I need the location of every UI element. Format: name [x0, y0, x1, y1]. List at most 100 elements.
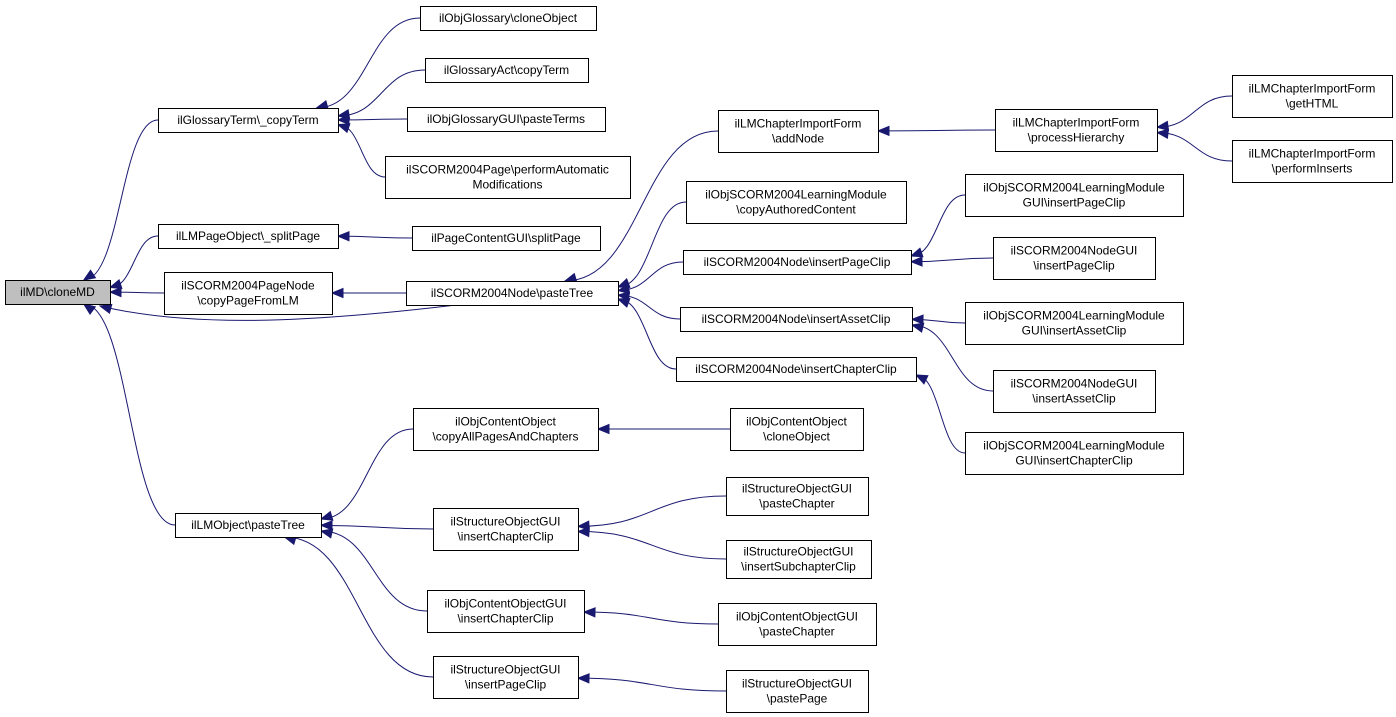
arrow-n23-n0	[82, 303, 97, 316]
node-n7[interactable]: ilPageContentGUI\splitPage	[412, 226, 601, 251]
node-box	[965, 174, 1184, 217]
node-n3[interactable]: ilGlossaryAct\copyTerm	[425, 58, 589, 83]
node-n19[interactable]: ilObjSCORM2004LearningModuleGUI\insertAs…	[965, 302, 1184, 345]
node-label: ilSCORM2004PageNode	[181, 279, 315, 293]
node-n20[interactable]: ilSCORM2004NodeGUI\insertAssetClip	[993, 370, 1156, 413]
edge-n9-n0	[99, 304, 457, 321]
node-n24[interactable]: ilObjContentObject\copyAllPagesAndChapte…	[413, 408, 599, 451]
edge-n24-n23	[320, 428, 414, 520]
node-label: ilStructureObjectGUI	[742, 677, 852, 691]
node-n5[interactable]: ilSCORM2004Page\performAutomaticModifica…	[385, 156, 631, 199]
node-n6[interactable]: ilLMPageObject\_splitPage	[158, 224, 339, 249]
arrow-n26-n23	[319, 520, 333, 531]
node-label: ilObjSCORM2004LearningModule	[983, 309, 1165, 323]
edge-n11-n10	[877, 129, 996, 132]
node-n16[interactable]: ilObjSCORM2004LearningModuleGUI\insertPa…	[965, 174, 1184, 217]
node-label: \copyAuthoredContent	[736, 203, 856, 217]
edge-n13-n11	[1156, 131, 1233, 162]
node-label: GUI\insertAssetClip	[1022, 324, 1127, 338]
node-box	[175, 513, 322, 538]
arrow-n1-n0	[82, 269, 97, 281]
edge-n27-n26	[577, 495, 727, 527]
node-n4[interactable]: ilObjGlossaryGUI\pasteTerms	[407, 107, 606, 132]
edge-n32-n31	[577, 677, 727, 692]
node-n23[interactable]: ilLMObject\pasteTree	[175, 513, 322, 538]
edge-n23-n0	[83, 303, 176, 526]
node-label: ilStructureObjectGUI	[743, 545, 853, 559]
node-box	[1232, 75, 1393, 118]
node-box	[433, 656, 579, 699]
node-n21[interactable]: ilSCORM2004Node\insertChapterClip	[676, 357, 917, 382]
node-label: ilLMObject\pasteTree	[191, 518, 305, 532]
edge-n10-n9	[564, 130, 719, 282]
node-n10[interactable]: ilLMChapterImportForm\addNode	[718, 110, 879, 153]
arrow-n6-n0	[108, 279, 123, 289]
node-n17[interactable]: ilSCORM2004NodeGUI\insertPageClip	[993, 237, 1156, 280]
node-n18[interactable]: ilSCORM2004Node\insertAssetClip	[680, 307, 913, 332]
edge-n20-n18	[911, 324, 994, 392]
node-n2[interactable]: ilObjGlossary\cloneObject	[420, 6, 597, 31]
node-box	[158, 224, 339, 249]
node-label: ilStructureObjectGUI	[742, 482, 852, 496]
node-n28[interactable]: ilStructureObjectGUI\insertSubchapterCli…	[726, 540, 872, 579]
node-n9[interactable]: ilSCORM2004Node\pasteTree	[406, 281, 619, 306]
node-label: ilLMChapterImportForm	[1249, 82, 1376, 96]
node-n30[interactable]: ilObjContentObjectGUI\pasteChapter	[718, 603, 877, 646]
node-n8[interactable]: ilSCORM2004PageNode\copyPageFromLM	[164, 272, 333, 315]
node-label: ilObjContentObject	[746, 415, 847, 429]
node-n29[interactable]: ilObjContentObjectGUI\insertChapterClip	[427, 590, 585, 633]
node-n22[interactable]: ilObjSCORM2004LearningModuleGUI\insertCh…	[965, 432, 1184, 475]
node-box	[1232, 140, 1393, 183]
edge-n30-n29	[583, 611, 719, 625]
node-n27[interactable]: ilStructureObjectGUI\pasteChapter	[726, 477, 869, 516]
node-n14[interactable]: ilObjSCORM2004LearningModule\copyAuthore…	[686, 181, 907, 224]
node-label: \getHTML	[1286, 97, 1339, 111]
node-n1[interactable]: ilGlossaryTerm\_copyTerm	[158, 108, 339, 133]
edge-n16-n15	[910, 194, 966, 257]
node-n26[interactable]: ilStructureObjectGUI\insertChapterClip	[433, 508, 579, 551]
node-box	[993, 237, 1156, 280]
node-label: \pasteChapter	[759, 625, 834, 639]
node-box	[158, 108, 339, 133]
node-label: \pastePage	[767, 692, 828, 706]
node-label: ilObjGlossaryGUI\pasteTerms	[427, 112, 585, 126]
arrow-n17-n15	[909, 256, 923, 267]
arrow-n12-n11	[1155, 120, 1170, 132]
node-label: \copyPageFromLM	[197, 294, 298, 308]
node-box	[412, 226, 601, 251]
node-n25[interactable]: ilObjContentObject\cloneObject	[730, 408, 864, 451]
arrow-n22-n21	[914, 374, 929, 385]
node-label: GUI\insertChapterClip	[1015, 454, 1133, 468]
node-n13[interactable]: ilLMChapterImportForm\performInserts	[1232, 140, 1393, 183]
arrow-n21-n9	[616, 297, 631, 308]
node-box	[413, 408, 599, 451]
arrow-n20-n18	[910, 322, 925, 333]
node-n15[interactable]: ilSCORM2004Node\insertPageClip	[683, 250, 912, 275]
node-label: \processHierarchy	[1028, 131, 1125, 145]
node-n31[interactable]: ilStructureObjectGUI\insertPageClip	[433, 656, 579, 699]
node-label: \copyAllPagesAndChapters	[432, 430, 578, 444]
node-n11[interactable]: ilLMChapterImportForm\processHierarchy	[995, 109, 1158, 152]
node-n12[interactable]: ilLMChapterImportForm\getHTML	[1232, 75, 1393, 118]
node-box	[164, 272, 333, 315]
arrow-n9-n8	[330, 287, 344, 299]
node-label: ilPageContentGUI\splitPage	[431, 231, 581, 245]
node-label: ilObjGlossary\cloneObject	[439, 11, 578, 25]
node-box	[965, 432, 1184, 475]
arrow-n24-n23	[319, 510, 334, 521]
arrow-n13-n11	[1155, 128, 1170, 139]
node-label: \insertPageClip	[1033, 259, 1115, 273]
node-label: ilSCORM2004Node\insertChapterClip	[695, 362, 897, 376]
node-box	[726, 670, 869, 713]
arrow-n25-n24	[596, 423, 610, 435]
arrow-n5-n1	[336, 123, 351, 134]
edge-n28-n26	[577, 530, 727, 560]
edge-n3-n1	[337, 69, 426, 117]
node-box	[683, 250, 912, 275]
node-n0[interactable]: ilMD\cloneMD	[5, 280, 111, 305]
node-box	[407, 107, 606, 132]
node-label: \cloneObject	[763, 430, 830, 444]
node-label: Modifications	[472, 178, 542, 192]
arrow-n7-n6	[336, 231, 350, 242]
node-n32[interactable]: ilStructureObjectGUI\pastePage	[726, 670, 869, 713]
